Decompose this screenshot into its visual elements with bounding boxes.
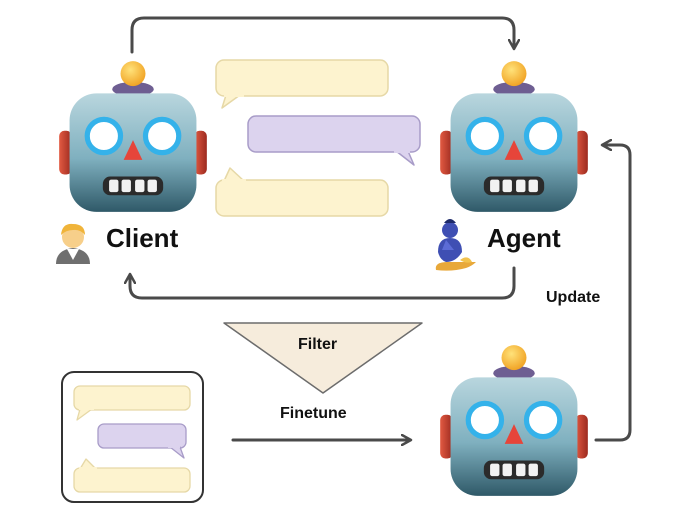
update-arrow	[594, 145, 632, 442]
filtered-dataset-box	[61, 371, 204, 503]
genie-icon	[435, 219, 476, 271]
client-robot-icon	[59, 61, 207, 212]
chat-bubble-client-1	[215, 59, 389, 109]
update-label: Update	[546, 289, 601, 306]
agent-robot-icon	[440, 61, 588, 212]
agent-label: Agent	[487, 223, 561, 253]
chat-bubble-client-2	[215, 167, 389, 217]
chat-bubble-agent-1	[247, 115, 421, 166]
client-to-agent-arrow	[130, 16, 514, 54]
finetuned-robot-icon	[440, 345, 588, 496]
client-label: Client	[106, 223, 179, 253]
filter-label: Filter	[298, 336, 338, 353]
filter-triangle	[223, 322, 423, 394]
person-icon	[56, 223, 90, 264]
finetune-label: Finetune	[280, 405, 347, 422]
agent-to-client-arrow	[130, 266, 516, 300]
